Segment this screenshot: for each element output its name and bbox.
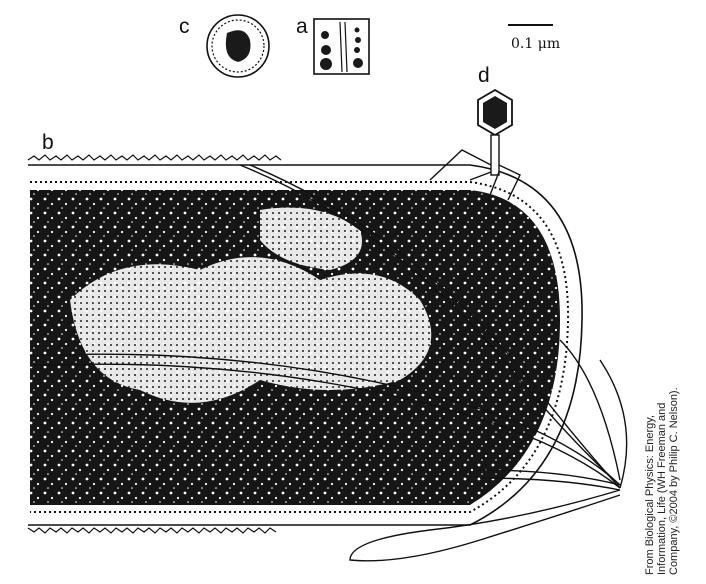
scale-bar-label: 0.1 μm [511, 36, 560, 52]
credit-line-1: From Biological Physics: Energy, [644, 255, 656, 575]
cell-wall-fringe-bottom [28, 528, 276, 533]
cell-wall-fringe [28, 155, 281, 160]
credit-line-2: Information, Life (WH Freeman and [656, 255, 668, 575]
credit-line-3: Company, ©2004 by Philip C. Nelson). [668, 255, 680, 575]
panel-label-a: a [296, 16, 308, 37]
scale-bar [508, 24, 553, 26]
credit-text: From Biological Physics: Energy, Informa… [644, 255, 680, 575]
panel-label-c: c [179, 16, 190, 37]
panel-label-b: b [42, 132, 54, 153]
panel-c-cell [207, 15, 269, 77]
nucleoid-light-region [70, 257, 431, 403]
panel-a-box [314, 19, 369, 74]
panel-label-d: d [478, 65, 490, 86]
